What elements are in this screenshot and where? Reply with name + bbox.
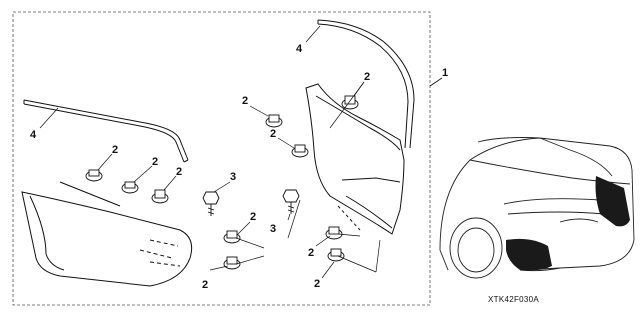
splash-guard-installed-side: [595, 176, 630, 227]
push-clip-icon: [151, 189, 169, 204]
vehicle-rear-illustration: [439, 137, 635, 279]
callout-clip: 2: [270, 128, 277, 140]
push-clip-icon: [85, 169, 103, 182]
callout-clip: 2: [242, 95, 249, 107]
leader-line: [305, 25, 321, 43]
push-clip-icon: [341, 95, 359, 110]
push-clip-icon: [223, 256, 241, 270]
push-clip-icon: [265, 114, 283, 128]
push-clip-icon: [121, 181, 139, 194]
leader-line: [39, 107, 59, 129]
callout-weatherstrip: 4: [296, 43, 303, 55]
push-clip-icon: [327, 248, 345, 262]
diagram-code: XTK42F030A: [488, 295, 540, 304]
kit-boundary-box: [12, 11, 431, 306]
push-clip-icon: [325, 226, 343, 240]
callout-clip: 2: [308, 247, 315, 259]
push-clip-icon: [291, 144, 309, 158]
splash-guard-right: [305, 83, 405, 235]
splash-guard-installed-rear: [506, 238, 552, 271]
callout-weatherstrip: 4: [30, 129, 37, 141]
leader-line: [429, 77, 443, 87]
callout-kit: 1: [442, 67, 449, 79]
leader-lines: [97, 81, 381, 279]
callout-clip: 2: [112, 144, 119, 156]
weatherstrip-left: [23, 99, 189, 163]
weatherstrip-right: [317, 19, 415, 149]
callout-clip: 2: [364, 71, 371, 83]
callout-clip: 2: [152, 156, 159, 168]
callout-screw: 3: [230, 171, 237, 183]
screw-icon: [202, 191, 220, 216]
callout-clip: 2: [250, 211, 257, 223]
callout-clip: 2: [176, 166, 183, 178]
push-clip-icon: [223, 230, 241, 244]
splash-guard-left: [21, 181, 193, 287]
callout-clip: 2: [314, 278, 321, 290]
callout-clip: 2: [202, 279, 209, 291]
screw-icon: [282, 189, 300, 214]
callout-screw: 3: [270, 223, 277, 235]
